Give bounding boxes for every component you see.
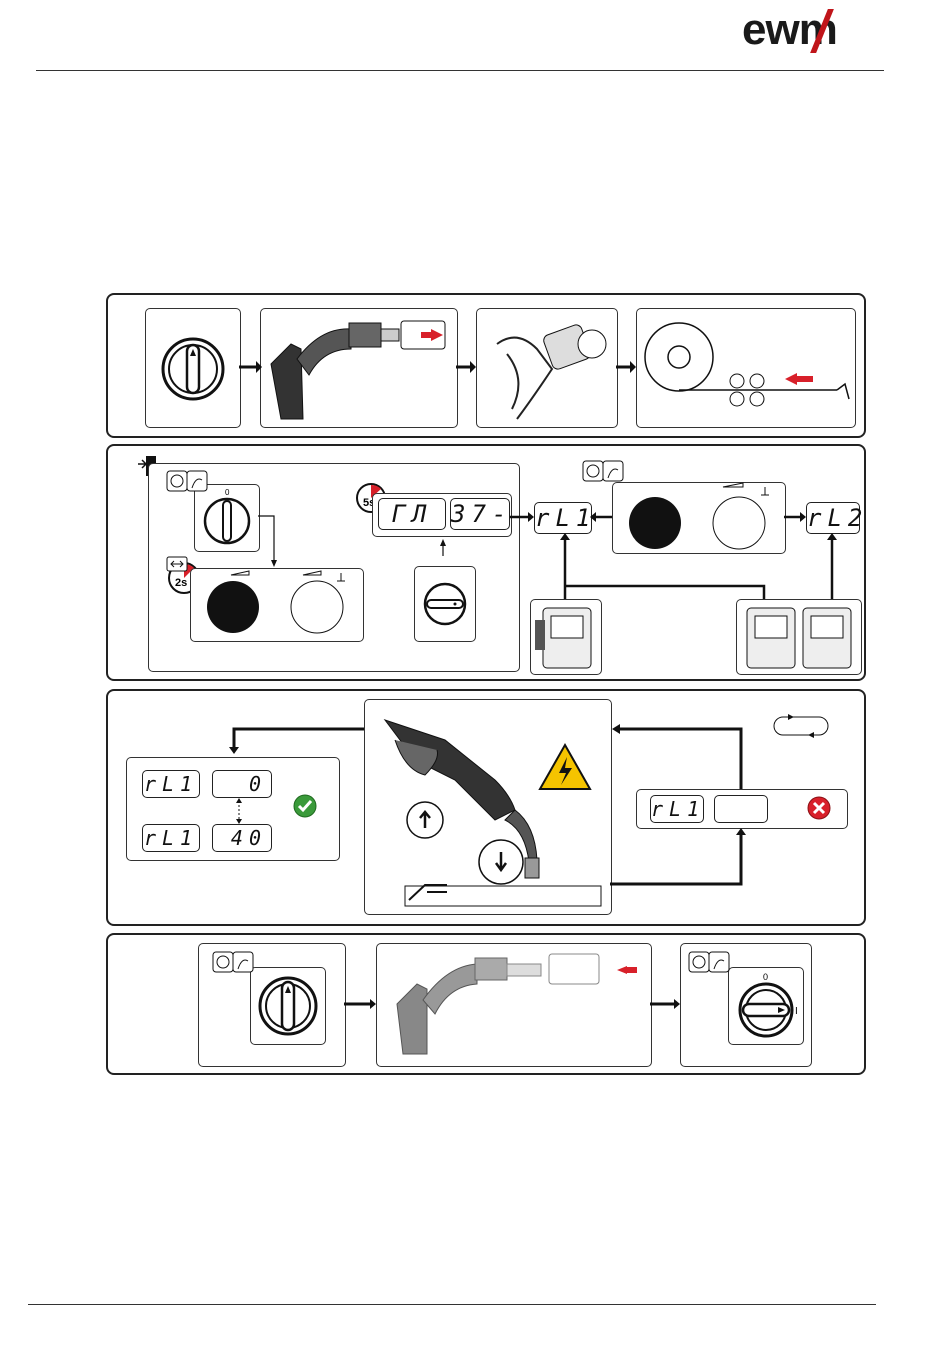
header-rule: [36, 70, 884, 71]
panel-step-2: 0 2s 5s: [106, 444, 866, 681]
ewm-logo: ewm: [742, 5, 870, 55]
flow-arrows-row4: [108, 935, 864, 1073]
panel-step-4: 0 I: [106, 933, 866, 1075]
flow-arrows-row1: [108, 295, 864, 436]
footer-rule: [28, 1304, 876, 1305]
panel-step-3: rL1 0 rL1 40 rL1: [106, 689, 866, 926]
flow-arrows-row2: [108, 446, 864, 679]
panel-step-1: [106, 293, 866, 438]
flow-arrows-row3: [108, 691, 864, 924]
